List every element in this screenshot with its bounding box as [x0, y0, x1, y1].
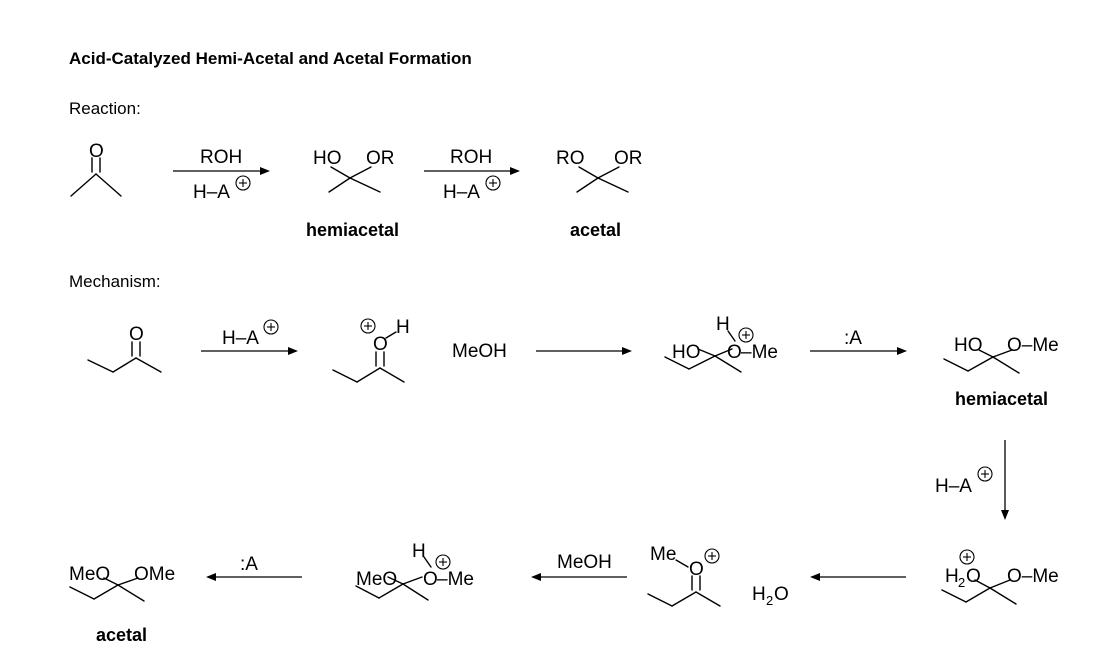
reagent-base: :A — [844, 328, 862, 349]
hemiacetal-label: hemiacetal — [306, 220, 399, 240]
reagent-roh: ROH — [200, 147, 242, 168]
atom-me: –Me — [437, 569, 474, 590]
atom-ho: HO — [954, 335, 983, 356]
atom-ome: OMe — [134, 564, 175, 585]
positive-charge-icon — [959, 549, 975, 565]
protonated-ketone: O H — [332, 317, 410, 383]
atom-ho: HO — [313, 148, 342, 169]
mechanism-header: Mechanism: — [69, 272, 161, 291]
oxonium-acetal-intermediate: MeO O –Me H — [355, 541, 474, 601]
hemiacetal-reaction: HO OR hemiacetal — [306, 148, 399, 240]
water-subscript: 2 — [766, 593, 773, 608]
acetal-reaction: RO OR acetal — [556, 148, 643, 240]
water-loss-arrow — [810, 573, 906, 581]
deprotonation-arrow-1: :A — [810, 328, 907, 355]
hemiacetal-label: hemiacetal — [955, 389, 1048, 409]
reaction-header: Reaction: — [69, 99, 141, 118]
atom-ro: RO — [556, 148, 585, 169]
water-h: H — [752, 584, 766, 605]
vertical-protonation-arrow: H–A — [935, 440, 1009, 520]
atom-me: Me — [650, 544, 676, 565]
atom-oxygen: O — [89, 141, 104, 162]
positive-charge-icon — [738, 327, 754, 343]
oxocarbenium-ion: Me O — [647, 544, 721, 607]
atom-or: OR — [366, 148, 395, 169]
reagent-base: :A — [240, 554, 258, 575]
atom-or: OR — [614, 148, 643, 169]
atom-meo: MeO — [356, 569, 397, 590]
reagent-ha: H–A — [443, 182, 480, 203]
acetone: O — [70, 141, 122, 197]
atom-h: H — [945, 566, 959, 587]
protonation-arrow: H–A — [201, 319, 298, 355]
positive-charge-icon — [704, 548, 720, 564]
atom-ho: HO — [672, 342, 701, 363]
atom-me: –Me — [741, 342, 778, 363]
butanone: O — [87, 324, 162, 373]
atom-oxygen: O — [966, 566, 981, 587]
atom-oxygen: O — [689, 559, 704, 580]
acetal-label: acetal — [96, 625, 147, 645]
meoh-addition-arrow: MeOH — [452, 341, 632, 362]
reaction-arrow-1: ROH H–A — [173, 147, 270, 203]
water-o: O — [774, 584, 789, 605]
reagent-meoh: MeOH — [557, 552, 612, 573]
meoh-addition-arrow-2: MeOH — [531, 552, 627, 581]
atom-meo: MeO — [69, 564, 110, 585]
atom-ome: O–Me — [1007, 566, 1059, 587]
atom-oxygen: O — [129, 324, 144, 345]
oxonium-intermediate: HO O –Me H — [664, 314, 778, 373]
positive-charge-icon — [360, 318, 376, 334]
atom-hydrogen: H — [716, 314, 730, 335]
reaction-arrow-2: ROH H–A — [424, 147, 520, 203]
positive-charge-icon — [263, 319, 279, 335]
page-title: Acid-Catalyzed Hemi-Acetal and Acetal Fo… — [69, 49, 472, 68]
reagent-ha: H–A — [222, 328, 259, 349]
reagent-roh: ROH — [450, 147, 492, 168]
atom-subscript-2: 2 — [958, 575, 965, 590]
atom-hydrogen: H — [412, 541, 426, 562]
positive-charge-icon — [435, 554, 451, 570]
positive-charge-icon — [977, 466, 993, 482]
protonated-hemiacetal: H 2 O O–Me — [941, 549, 1059, 605]
reagent-ha: H–A — [193, 182, 230, 203]
deprotonation-arrow-2: :A — [206, 554, 302, 581]
atom-oxygen: O — [423, 569, 438, 590]
reagent-meoh: MeOH — [452, 341, 507, 362]
acetal-mechanism: MeO OMe acetal — [69, 564, 175, 645]
atom-oxygen: O — [727, 342, 742, 363]
water: H 2 O — [752, 584, 789, 608]
reagent-ha: H–A — [935, 476, 972, 497]
acetal-label: acetal — [570, 220, 621, 240]
hemiacetal-mechanism: HO O–Me hemiacetal — [943, 335, 1059, 409]
atom-hydrogen: H — [396, 317, 410, 338]
positive-charge-icon — [235, 175, 251, 191]
atom-ome: O–Me — [1007, 335, 1059, 356]
atom-oxygen: O — [373, 334, 388, 355]
positive-charge-icon — [485, 175, 501, 191]
